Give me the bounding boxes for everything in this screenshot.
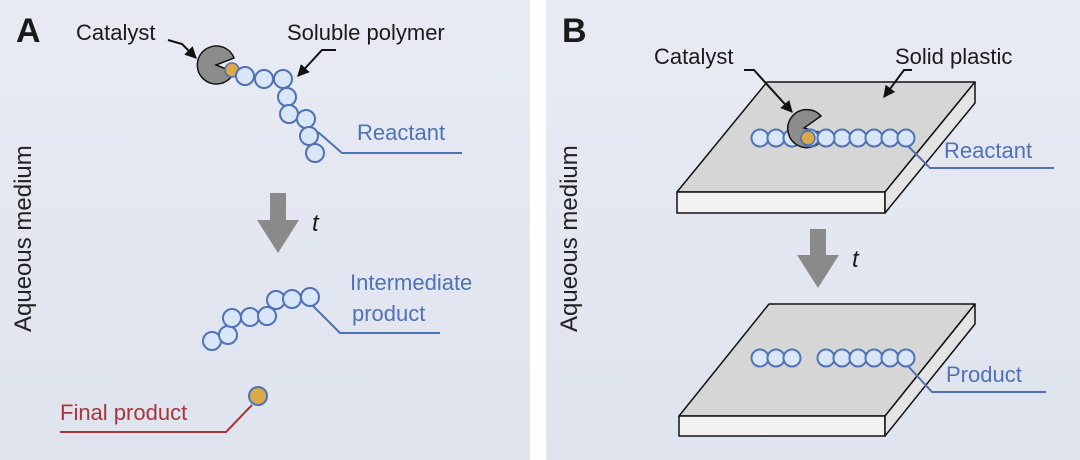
chain-bead-after-catalyst [816,128,836,148]
reactant-label-b: Reactant [944,138,1033,163]
time-label-b: t [852,246,859,273]
plastic-pointer [883,69,912,98]
reactant-chain-a [235,66,325,163]
intermediate-leader-a [312,305,440,334]
final-product-bead-a [248,386,268,406]
product-label-b: Product [946,362,1022,387]
product-chain-b [750,348,916,368]
active-site-icon-b [800,130,816,146]
reactant-leader-b [907,145,1054,169]
catalyst-pointer-a [167,39,197,59]
catalyst-label-a: Catalyst [76,20,156,45]
intermediate-label-line1: Intermediate [350,270,473,295]
soluble-polymer-label: Soluble polymer [287,20,445,45]
intermediate-chain-a [202,287,320,351]
polymer-pointer-a [297,49,336,77]
product-leader-b [907,365,1046,393]
panel-letter-b: B [562,12,587,50]
catalyst-label-b: Catalyst [654,44,734,69]
final-product-label: Final product [60,400,188,425]
panel-b-diagram [676,69,1054,437]
reactant-label-a: Reactant [357,120,446,145]
panel-a: A Aqueous medium [0,0,530,460]
catalyst-icon-a [196,45,235,85]
solid-plastic-slab-bottom [678,303,976,437]
panel-divider [530,0,546,460]
reactant-leader-a [317,131,462,154]
catalyst-pointer-b [744,69,793,113]
intermediate-label-line2: product [352,301,426,326]
final-product-leader-a [60,404,253,433]
solid-plastic-label: Solid plastic [895,44,1013,69]
panel-letter-a: A [16,12,41,50]
time-label-a: t [312,210,319,237]
time-arrow-b [797,229,839,288]
panel-a-diagram [60,39,462,433]
panel-b: B Aqueous medium [546,0,1080,460]
time-arrow-a [257,193,299,253]
